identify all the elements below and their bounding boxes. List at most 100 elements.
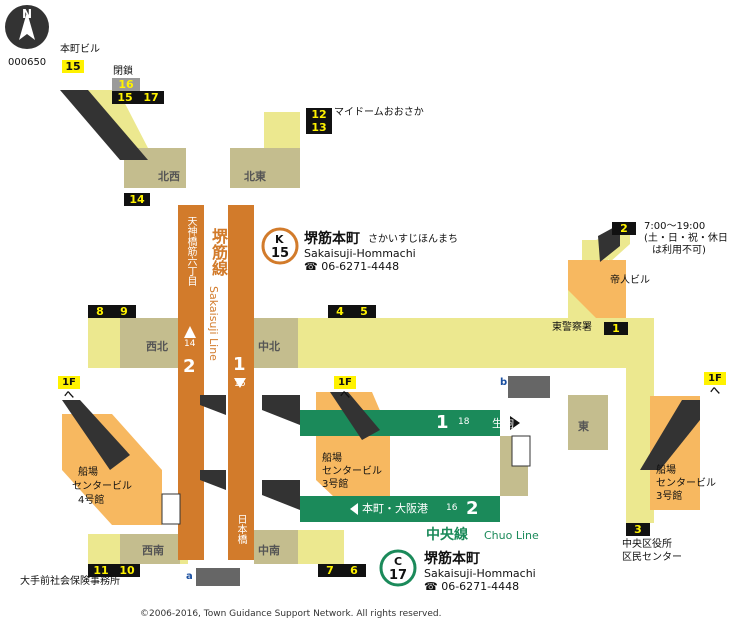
- label-elev-b: b: [500, 377, 508, 388]
- corridor-ne-up: [264, 112, 300, 152]
- label-funaba4-2: センタービル: [72, 481, 132, 492]
- platform1-num: 1: [233, 354, 246, 375]
- exit-5[interactable]: 5: [352, 305, 376, 318]
- k15-kana: さかいすじほんまち: [368, 234, 458, 245]
- exit-10[interactable]: 10: [114, 564, 140, 577]
- exit-6[interactable]: 6: [342, 564, 366, 577]
- chuo1-num: 1: [436, 412, 449, 433]
- label-funaba3-1: 船場: [322, 453, 342, 464]
- label-hommachi-bldg: 本町ビル: [60, 44, 100, 55]
- toilet-box-east: [511, 435, 531, 467]
- marker-c17: [379, 549, 417, 587]
- exit-8[interactable]: 8: [88, 305, 112, 318]
- zone-seinan: 西南: [142, 544, 164, 557]
- exit-16-closed[interactable]: 16: [112, 78, 140, 91]
- toilet-box-west: [161, 493, 181, 525]
- track-16b: 16: [446, 503, 458, 513]
- track-16: 16: [234, 379, 246, 389]
- stair-shadow-e: [640, 400, 700, 470]
- zone-higashi: 東: [578, 420, 589, 433]
- arrow-left-chuo2: [350, 503, 358, 515]
- exit-1[interactable]: 1: [604, 322, 628, 335]
- platform1-dir: 日本橋: [235, 514, 246, 544]
- c17-romaji: Sakaisuji-Hommachi: [424, 567, 536, 580]
- c17-letter: C: [394, 555, 403, 568]
- zone-hokuto-box: [230, 148, 300, 188]
- exit-17[interactable]: 17: [138, 91, 164, 104]
- chuo1-dir: 生駒: [492, 417, 514, 430]
- north-label: N: [22, 7, 33, 21]
- exit-4[interactable]: 4: [328, 305, 352, 318]
- exit-7[interactable]: 7: [318, 564, 342, 577]
- zone-chuhoku-box: [254, 318, 298, 368]
- exit-14[interactable]: 14: [124, 193, 150, 206]
- label-funaba4-3: 4号館: [78, 495, 105, 506]
- label-funaba3r-2: センタービル: [656, 478, 716, 489]
- arrow-right-chuo1: [510, 416, 520, 430]
- label-closed: 閉鎖: [113, 66, 133, 77]
- label-kumin: 区民センター: [622, 552, 682, 563]
- label-chuoku: 中央区役所: [622, 539, 672, 550]
- chuo2-num: 2: [466, 498, 479, 519]
- map-id: 000650: [8, 57, 47, 68]
- stair-shadow-nw: [60, 90, 148, 160]
- track-14: 14: [184, 339, 196, 349]
- label-hours-note2: は利用不可): [652, 245, 706, 256]
- k15-name: 堺筋本町: [304, 231, 360, 247]
- exit-11[interactable]: 11: [88, 564, 114, 577]
- sakaisuji-line-jp: 堺筋線: [209, 228, 228, 276]
- chuo-line-en: Chuo Line: [484, 529, 539, 542]
- label-funaba3-3: 3号館: [322, 479, 349, 490]
- zone-higashi-box: [568, 395, 608, 450]
- zone-seihoku: 西北: [146, 340, 168, 353]
- label-elev-a: a: [186, 571, 193, 582]
- corridor-mid-upper: [254, 318, 654, 368]
- platform2-num: 2: [183, 356, 196, 377]
- label-funaba3r-1: 船場: [656, 465, 676, 476]
- k15-number: 15: [271, 246, 290, 261]
- c17-number: 17: [389, 568, 408, 583]
- c17-name: 堺筋本町: [424, 551, 480, 567]
- marker-k15: [261, 227, 299, 265]
- facility-box-a: [196, 568, 240, 586]
- corridor-east-vertical: [626, 318, 654, 523]
- label-hours: 7:00〜19:00: [644, 221, 706, 232]
- to-1f-mid: 1Fへ: [334, 376, 356, 401]
- building-teijin: [568, 260, 626, 318]
- exit-15[interactable]: 15: [112, 91, 138, 104]
- k15-romaji: Sakaisuji-Hommachi: [304, 247, 416, 260]
- exit-15-hommachi[interactable]: 15: [62, 60, 84, 73]
- exit-12[interactable]: 12: [306, 108, 332, 121]
- exit-3[interactable]: 3: [626, 523, 650, 536]
- label-funaba4-1: 船場: [78, 467, 98, 478]
- label-mydome: マイドームおおさか: [334, 107, 424, 118]
- zone-chunan: 中南: [258, 544, 280, 557]
- zone-hokusei: 北西: [158, 170, 180, 183]
- stair-shadow-mid: [330, 392, 380, 440]
- zone-seihoku-box: [120, 318, 180, 368]
- exit-9[interactable]: 9: [112, 305, 136, 318]
- platform2-dir: 天神橋筋六丁目: [185, 216, 196, 286]
- arrow-down-platform1: [234, 378, 246, 388]
- zone-seinan-box: [120, 534, 180, 564]
- sakaisuji-platform-2: [178, 205, 204, 560]
- chuo-platform-1: [300, 410, 500, 436]
- k15-phone: ☎ 06-6271-4448: [304, 260, 400, 273]
- exit-13[interactable]: 13: [306, 121, 332, 134]
- exit-2[interactable]: 2: [612, 222, 636, 235]
- zone-chunan-box: [254, 530, 298, 564]
- platform-divider: [204, 205, 228, 560]
- chuo2-dir: 本町・大阪港: [362, 502, 428, 515]
- chuo-platform-2: [300, 496, 500, 522]
- label-copyright: ©2006-2016, Town Guidance Support Networ…: [140, 609, 442, 619]
- label-police: 東警察署: [552, 322, 592, 333]
- label-funaba3r-3: 3号館: [656, 491, 683, 502]
- track-18: 18: [458, 417, 470, 427]
- building-funaba-4: [62, 414, 162, 525]
- label-otemae: 大手前社会保険事務所: [20, 576, 120, 587]
- arrow-up-platform2: [184, 326, 196, 338]
- sakaisuji-line-en: Sakaisuji Line: [207, 286, 220, 361]
- facility-box-b: [508, 376, 550, 398]
- label-funaba3-2: センタービル: [322, 466, 382, 477]
